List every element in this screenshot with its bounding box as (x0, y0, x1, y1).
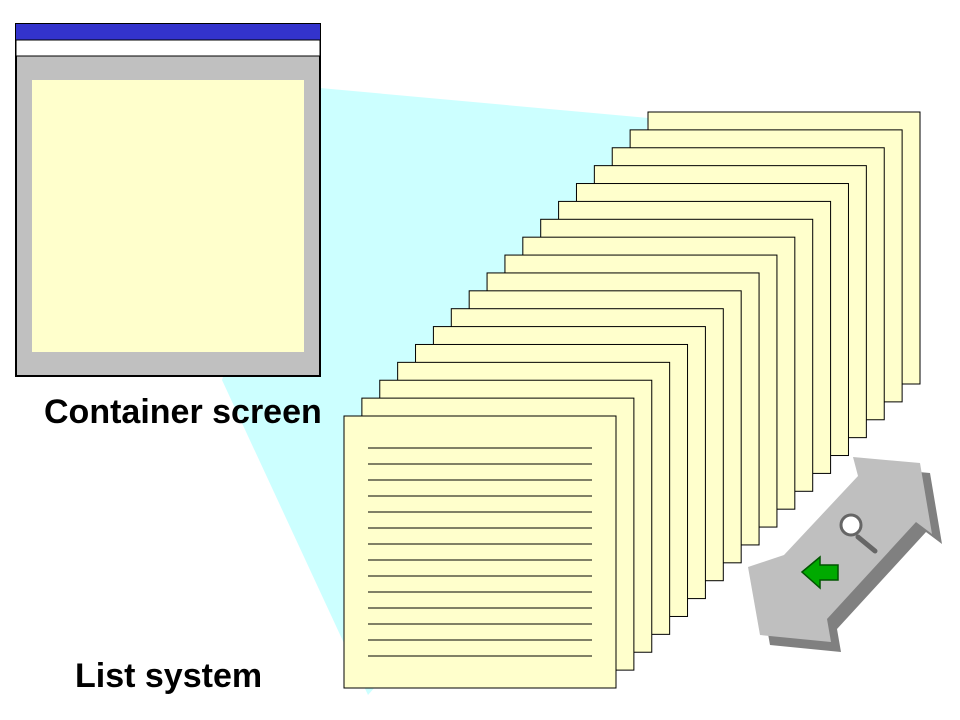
list-system-label: List system (75, 657, 263, 695)
list-page-front (343, 415, 617, 689)
container-screen-window (15, 23, 321, 377)
container-screen-label: Container screen (44, 393, 322, 431)
window-title-bar (16, 24, 320, 40)
window-client-area (32, 80, 304, 352)
double-headed-arrow-icon (748, 457, 942, 652)
double-arrow-body (748, 457, 932, 642)
magnifier-icon (839, 513, 878, 554)
list-page-stack (343, 111, 921, 689)
back-arrow-icon (800, 555, 839, 590)
window-menu-bar (15, 39, 321, 57)
